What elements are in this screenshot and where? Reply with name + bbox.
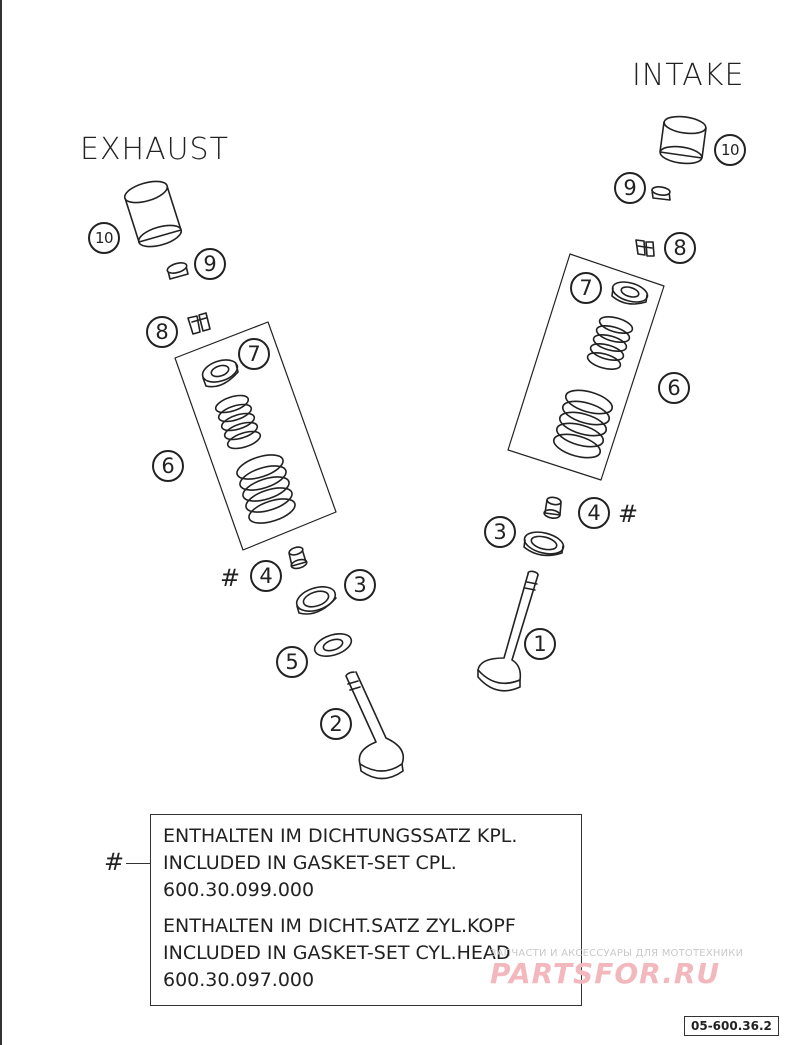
note-marker: # (104, 848, 125, 876)
intake-retainer-part (611, 281, 649, 305)
intake-callout-retainer: 7 (570, 272, 602, 304)
note-line: INCLUDED IN GASKET-SET CYL.HEAD (163, 942, 511, 964)
intake-shim-part (651, 186, 671, 201)
note-leader-line (126, 863, 150, 864)
gasket-set-note: ENTHALTEN IM DICHTUNGSSATZ KPL. INCLUDED… (150, 814, 582, 1006)
exhaust-callout-valve: 2 (320, 708, 352, 740)
exhaust-section-title: EXHAUST (80, 132, 229, 167)
watermark: ЗАПЧАСТИ И АКСЕССУАРЫ ДЛЯ МОТОТЕХНИКИ PA… (490, 948, 743, 990)
intake-section-title: INTAKE (632, 58, 745, 93)
intake-spring-seat-part (523, 531, 565, 557)
exhaust-callout-shim: 9 (194, 248, 226, 280)
intake-callout-tappet: 10 (714, 134, 746, 166)
exhaust-inner-spring-part (214, 394, 262, 450)
note-line: INCLUDED IN GASKET-SET CPL. (163, 852, 457, 874)
intake-outer-spring-part (552, 389, 614, 459)
intake-callout-stem-seal: 4 (578, 497, 610, 529)
note-line: ENTHALTEN IM DICHT.SATZ ZYL.KOPF (163, 915, 516, 937)
exhaust-retainer-part (201, 359, 239, 388)
exhaust-spring-group-frame (174, 321, 337, 551)
intake-callout-shim: 9 (614, 172, 646, 204)
intake-callout-valve: 1 (524, 628, 556, 660)
intake-spring-group-frame (507, 253, 665, 481)
exhaust-spring-seat-part (295, 586, 337, 615)
exhaust-callout-tappet: 10 (88, 222, 120, 254)
exhaust-tappet-part (123, 180, 183, 248)
intake-keeper-part (635, 239, 655, 257)
note-part-number: 600.30.099.000 (163, 879, 315, 901)
intake-stem-seal-part (543, 496, 562, 519)
exhaust-washer-part (313, 633, 353, 657)
intake-valve-part (477, 570, 539, 692)
intake-callout-keeper: 8 (664, 232, 696, 264)
exhaust-valve-part (345, 671, 405, 780)
intake-callout-springs: 6 (658, 372, 690, 404)
exhaust-callout-stem-seal: 4 (250, 560, 282, 592)
exhaust-shim-part (166, 262, 189, 280)
exhaust-stem-seal-marker: # (220, 564, 241, 592)
intake-inner-spring-part (586, 316, 634, 370)
exhaust-keeper-part (187, 312, 211, 335)
note-line: ENTHALTEN IM DICHTUNGSSATZ KPL. (163, 825, 518, 847)
intake-callout-spring-seat: 3 (484, 516, 516, 548)
intake-stem-seal-marker: # (618, 500, 639, 528)
exhaust-callout-spring-seat: 3 (344, 569, 376, 601)
exhaust-stem-seal-part (288, 546, 308, 570)
diagram-reference-code: 05-600.36.2 (684, 1016, 779, 1036)
watermark-tagline: ЗАПЧАСТИ И АКСЕССУАРЫ ДЛЯ МОТОТЕХНИКИ (490, 948, 744, 959)
exhaust-outer-spring-part (236, 454, 296, 524)
intake-tappet-part (659, 115, 707, 165)
exhaust-callout-keeper: 8 (146, 316, 178, 348)
left-border-rule (0, 0, 2, 1045)
exhaust-callout-retainer: 7 (238, 338, 270, 370)
note-part-number: 600.30.097.000 (163, 969, 315, 991)
watermark-brand-logo: PARTSFOR.RU (490, 957, 721, 990)
exhaust-callout-washer: 5 (276, 646, 308, 678)
exhaust-callout-springs: 6 (152, 450, 184, 482)
